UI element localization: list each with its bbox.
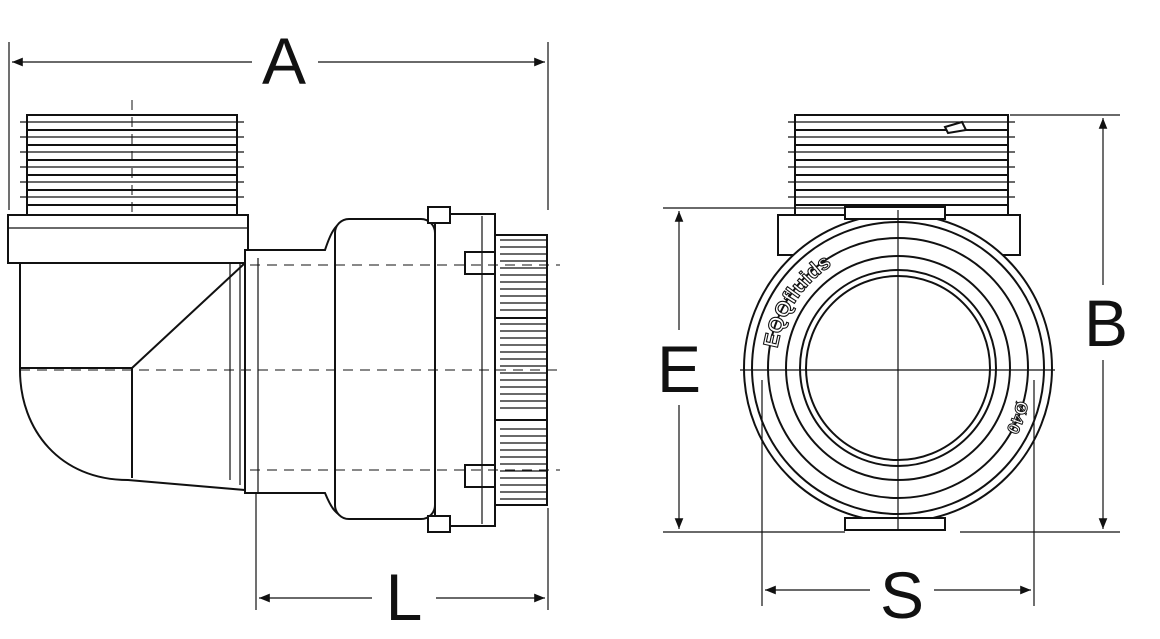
dimension-b-label: B — [1084, 286, 1128, 360]
front-view: EQQfluids Ø40 E B — [657, 114, 1128, 632]
dimension-l-label: L — [386, 560, 423, 634]
dimension-e-label: E — [657, 332, 701, 406]
dimension-b: B — [960, 114, 1128, 533]
front-male-thread — [788, 114, 1015, 216]
elbow-neck — [244, 218, 349, 520]
elbow-body — [19, 262, 246, 492]
dimension-l: L — [255, 492, 549, 634]
side-view: A — [7, 24, 560, 634]
dimension-s: S — [761, 380, 1035, 632]
dimension-a: A — [8, 24, 549, 210]
hex-collar — [7, 214, 249, 264]
dimension-s-label: S — [880, 558, 924, 632]
dimension-a-label: A — [262, 24, 306, 98]
dimension-e: E — [657, 207, 845, 533]
